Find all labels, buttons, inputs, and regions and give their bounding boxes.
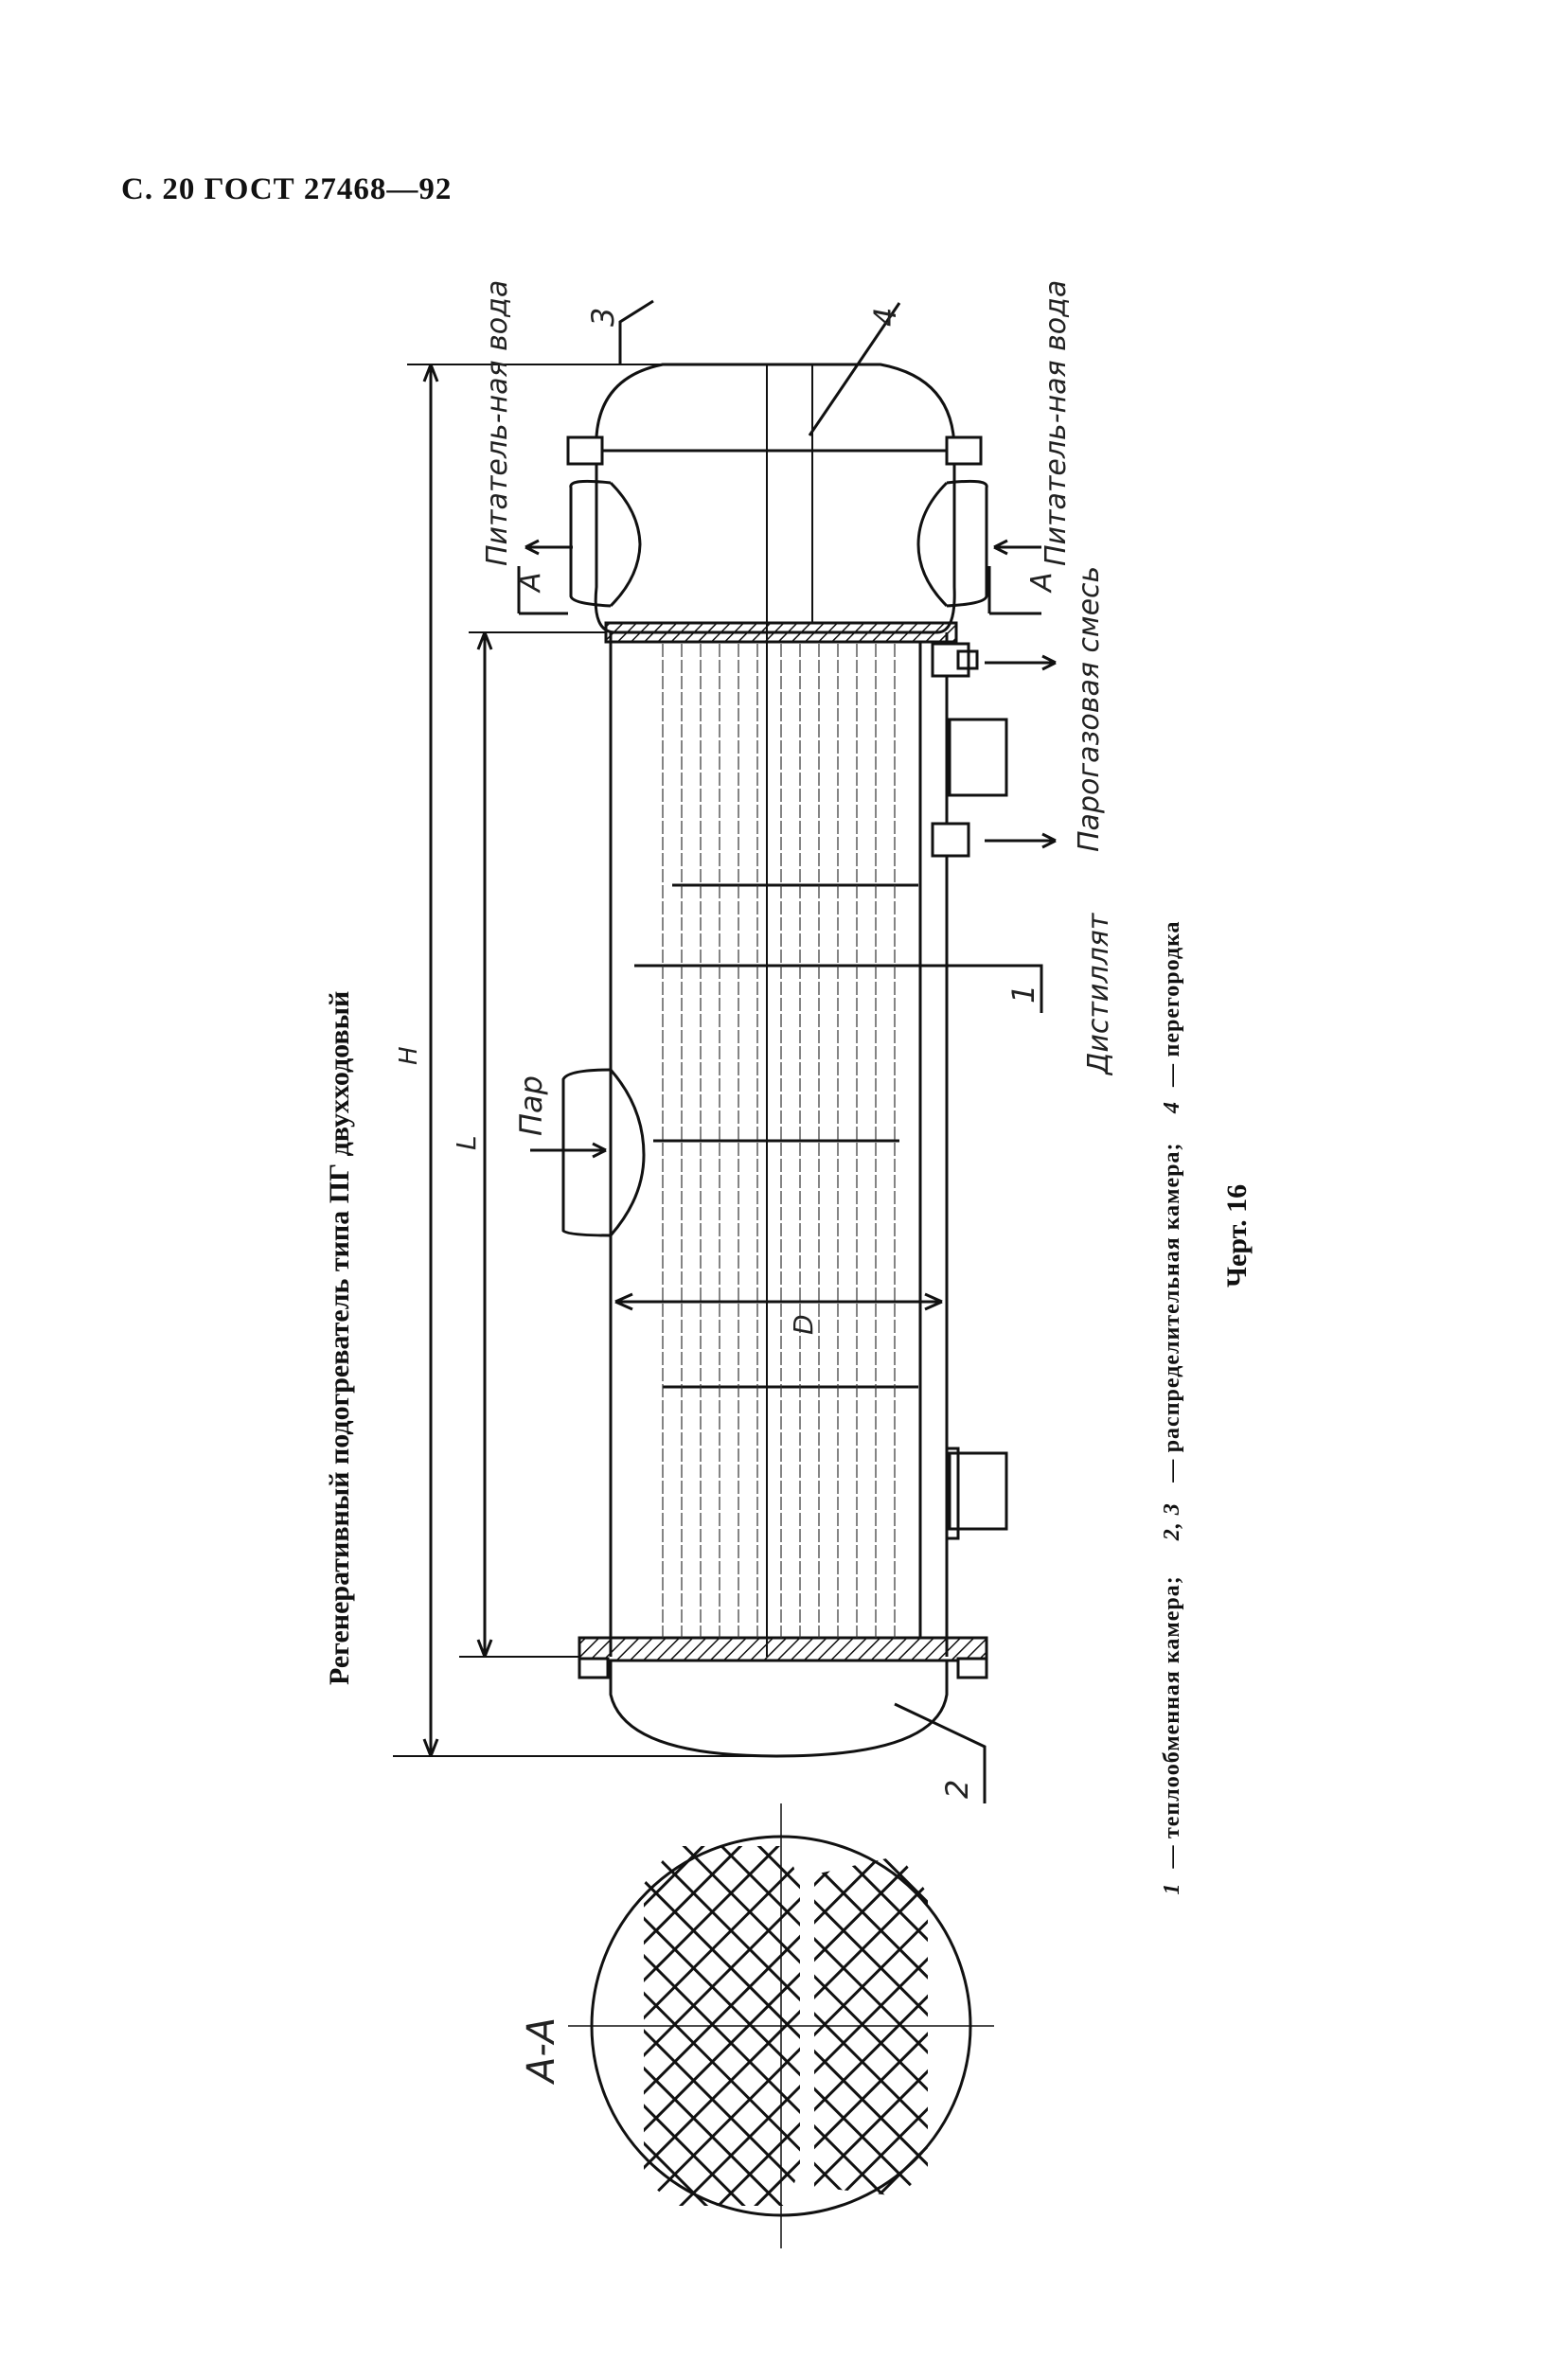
label-num-2: 2 [939, 1780, 975, 1799]
label-section-a-bottom: A [1025, 572, 1058, 594]
page-header: С. 20 ГОСТ 27468—92 [121, 172, 453, 206]
drawing-labels: Питатель-ная вода Питатель-ная вода Паро… [395, 280, 1115, 2086]
label-num-3: 3 [585, 308, 621, 327]
label-section-aa: А-А [520, 2017, 563, 2086]
tube-bundle [662, 644, 896, 1638]
vessel-shell [393, 299, 1057, 1803]
label-num-1: 1 [1005, 985, 1041, 1004]
label-feed-water-top: Питатель-ная вода [481, 280, 514, 566]
label-steam-gas-mix: Парогазовая смесь [1073, 566, 1106, 852]
label-dim-l: L [451, 1135, 482, 1150]
label-section-a-top: A [514, 572, 547, 594]
label-feed-water-bottom: Питатель-ная вода [1040, 280, 1073, 566]
section-a-a [568, 1803, 994, 2248]
label-num-4: 4 [867, 308, 903, 327]
label-dim-h: H [395, 1046, 423, 1065]
label-distillate: Дистиллят [1082, 912, 1115, 1076]
label-dim-d: D [788, 1314, 819, 1335]
label-steam: Пар [513, 1075, 549, 1136]
